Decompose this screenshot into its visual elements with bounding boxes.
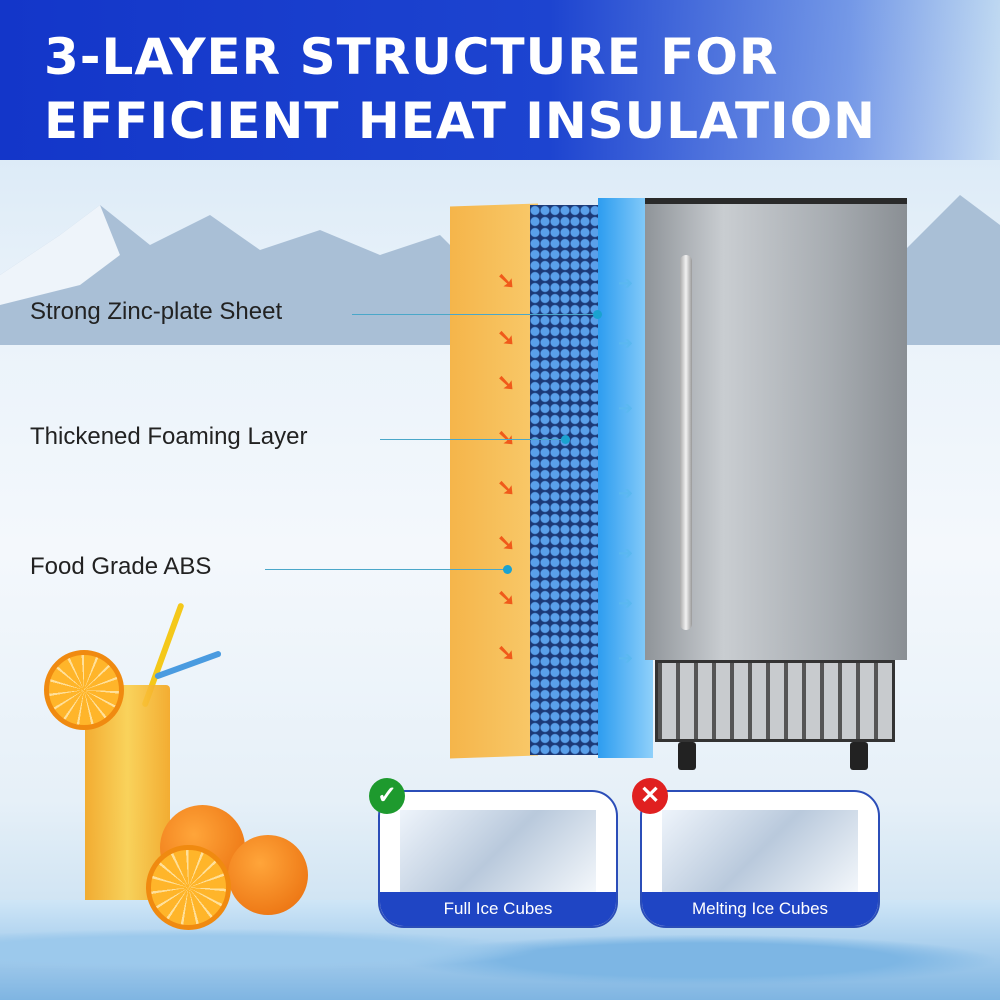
marker-dot xyxy=(561,435,570,444)
foaming-layer xyxy=(530,205,602,755)
food-grade-abs-layer xyxy=(450,203,538,759)
label-zinc-plate: Strong Zinc-plate Sheet xyxy=(30,298,283,325)
title-line-1: 3-LAYER STRUCTURE FOR xyxy=(44,28,779,86)
leader-line xyxy=(380,439,565,440)
leader-line xyxy=(265,569,507,570)
title-line-2: EFFICIENT HEAT INSULATION xyxy=(44,92,877,150)
marker-dot xyxy=(593,310,602,319)
caption: Melting Ice Cubes xyxy=(642,892,878,926)
label-foaming-layer: Thickened Foaming Layer xyxy=(30,423,308,450)
mountains-background xyxy=(0,195,1000,345)
label-abs: Food Grade ABS xyxy=(30,553,212,580)
melting-ice-image xyxy=(662,810,858,892)
door-handle xyxy=(680,255,692,630)
foot xyxy=(850,742,868,770)
zinc-plate-layer: ➔➔ ➔➔ ➔➔ ➔ xyxy=(598,198,653,758)
vent-grille xyxy=(655,660,895,742)
melting-ice-cubes-card: Melting Ice Cubes xyxy=(640,790,880,928)
orange xyxy=(228,835,308,915)
orange-slice xyxy=(146,845,231,930)
caption: Full Ice Cubes xyxy=(380,892,616,926)
marker-dot xyxy=(503,565,512,574)
ice-cubes-image xyxy=(400,810,596,892)
orange-slice xyxy=(44,650,124,730)
title-banner xyxy=(0,0,1000,160)
full-ice-cubes-card: Full Ice Cubes xyxy=(378,790,618,928)
cross-icon: ✕ xyxy=(632,778,668,814)
foot xyxy=(678,742,696,770)
leader-line xyxy=(352,314,597,315)
check-icon: ✓ xyxy=(369,778,405,814)
